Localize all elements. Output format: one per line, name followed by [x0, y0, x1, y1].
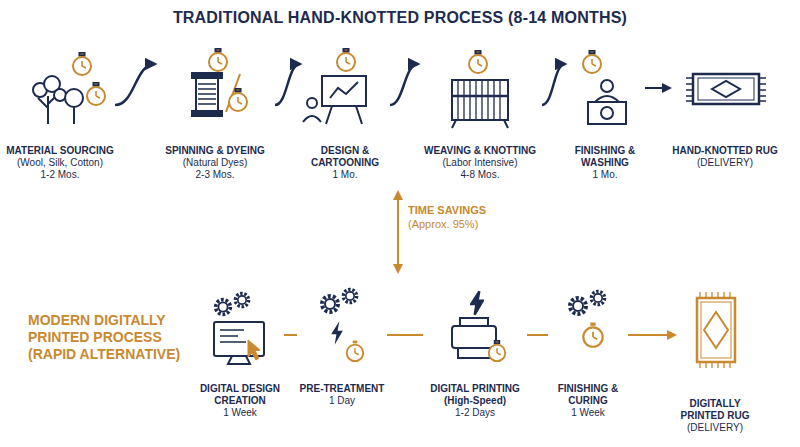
process-step: PRE-TREATMENT1 Day	[297, 285, 387, 407]
step-title: WEAVING & KNOTTING	[418, 145, 542, 157]
step-detail: (Wool, Silk, Cotton)	[5, 157, 115, 169]
time-savings-note: TIME SAVINGS	[408, 204, 538, 217]
curved-arrow	[542, 64, 565, 105]
step-title: DIGITAL PRINTING	[423, 383, 527, 395]
process-step: WEAVING & KNOTTING(Labor Intensive)4-8 M…	[418, 50, 542, 180]
step-detail: (DELIVERY)	[675, 422, 755, 434]
step-detail: 4-8 Mos.	[418, 169, 542, 181]
printed-rug-icon	[697, 292, 735, 368]
curved-arrow	[115, 64, 155, 105]
cotton-icon	[33, 53, 105, 125]
step-detail: (Labor Intensive)	[418, 157, 542, 169]
process-step: MATERIAL SOURCING(Wool, Silk, Cotton)1-2…	[5, 50, 115, 180]
flow-line	[628, 334, 675, 336]
step-title: DESIGN & CARTOONING	[300, 145, 390, 169]
step-title: PRE-TREATMENT	[297, 383, 387, 395]
design-board-icon	[303, 49, 366, 125]
step-title: FINISHING & WASHING	[565, 145, 645, 169]
step-detail: 1-2 Days	[423, 407, 527, 419]
flow-line	[284, 334, 297, 336]
curved-arrow	[275, 64, 300, 105]
process-step: FINISHING & WASHING1 Mo.	[565, 50, 645, 180]
process-step: HAND-KNOTTED RUG(DELIVERY)	[670, 50, 780, 169]
process-step: FINISHING & CURING1 Week	[548, 285, 628, 418]
step-detail: 1 Week	[548, 407, 628, 419]
step-detail: (DELIVERY)	[670, 157, 780, 169]
process-step: DESIGN & CARTOONING1 Mo.	[300, 50, 390, 180]
connectors	[115, 64, 675, 335]
process-step: DIGITAL DESIGN CREATION1 Week	[196, 285, 284, 418]
flow-line	[527, 334, 548, 336]
step-title: MATERIAL SOURCING	[5, 145, 115, 157]
process-step: DIGITAL PRINTING(High-Speed)1-2 Days	[423, 285, 527, 418]
flow-line	[387, 334, 423, 336]
washing-icon	[583, 51, 626, 125]
loom-icon	[452, 51, 508, 129]
spool-icon	[192, 49, 247, 117]
process-step: DIGITALLY PRINTED RUG(DELIVERY)	[675, 285, 755, 433]
step-detail: 1 Mo.	[300, 169, 390, 181]
step-detail: (High-Speed)	[423, 395, 527, 407]
time-savings-arrow	[398, 192, 399, 272]
curved-arrow	[390, 64, 418, 105]
time-savings-note: (Approx. 95%)	[408, 218, 538, 231]
step-title: SPINNING & DYEING	[155, 145, 275, 157]
step-detail: 1-2 Mos.	[5, 169, 115, 181]
step-detail: 1 Week	[196, 407, 284, 419]
step-detail: 1 Day	[297, 395, 387, 407]
flow-line	[645, 87, 670, 89]
pretreatment-icon	[322, 289, 363, 361]
step-detail: 1 Mo.	[565, 169, 645, 181]
step-title: FINISHING & CURING	[548, 383, 628, 407]
diagram-title: TRADITIONAL HAND-KNOTTED PROCESS (8-14 M…	[0, 9, 800, 27]
process-step: SPINNING & DYEING(Natural Dyes)2-3 Mos.	[155, 50, 275, 180]
printer-icon	[452, 291, 505, 361]
rug-icon	[686, 74, 766, 104]
curing-icon	[570, 291, 605, 346]
monitor-icon	[214, 293, 264, 364]
section-heading: MODERN DIGITALLY PRINTED PROCESS (RAPID …	[28, 312, 193, 362]
step-title: HAND-KNOTTED RUG	[670, 145, 780, 157]
step-detail: (Natural Dyes)	[155, 157, 275, 169]
step-title: DIGITAL DESIGN CREATION	[196, 383, 284, 407]
step-title: DIGITALLY PRINTED RUG	[675, 398, 755, 422]
step-detail: 2-3 Mos.	[155, 169, 275, 181]
